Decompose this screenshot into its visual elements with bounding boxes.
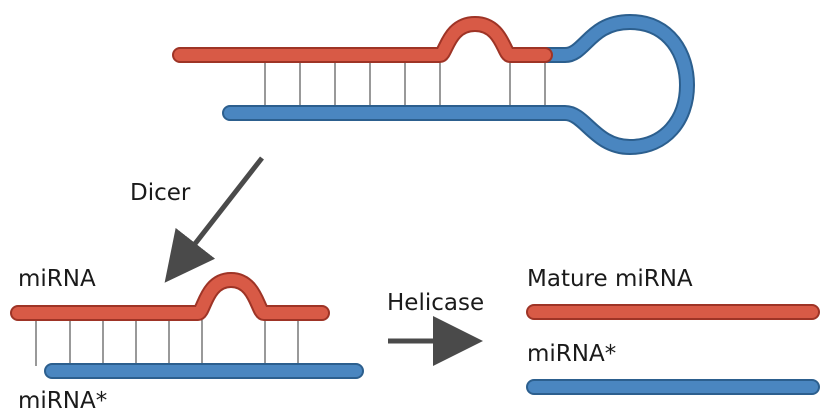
hairpin-base-pairs: [264, 62, 546, 106]
hairpin-loop-blue-outline: [222, 13, 696, 156]
mirna-star-label-left: miRNA*: [18, 388, 108, 414]
dicer-arrow: [164, 156, 264, 283]
mature-mirna-label: Mature miRNA: [527, 266, 693, 292]
mirna-star-label-right: miRNA*: [527, 341, 617, 367]
hairpin-red-strand: [174, 17, 551, 61]
mirna-duplex: [10, 271, 364, 379]
pre-mirna-hairpin: [172, 13, 696, 156]
duplex-red-strand: [12, 273, 328, 319]
helicase-label: Helicase: [387, 290, 485, 316]
mirna-label: miRNA: [18, 266, 96, 292]
hairpin-loop-blue: [224, 15, 694, 154]
separated-strands: [526, 304, 820, 395]
duplex-base-pairs: [35, 320, 299, 366]
dicer-label: Dicer: [130, 180, 191, 206]
